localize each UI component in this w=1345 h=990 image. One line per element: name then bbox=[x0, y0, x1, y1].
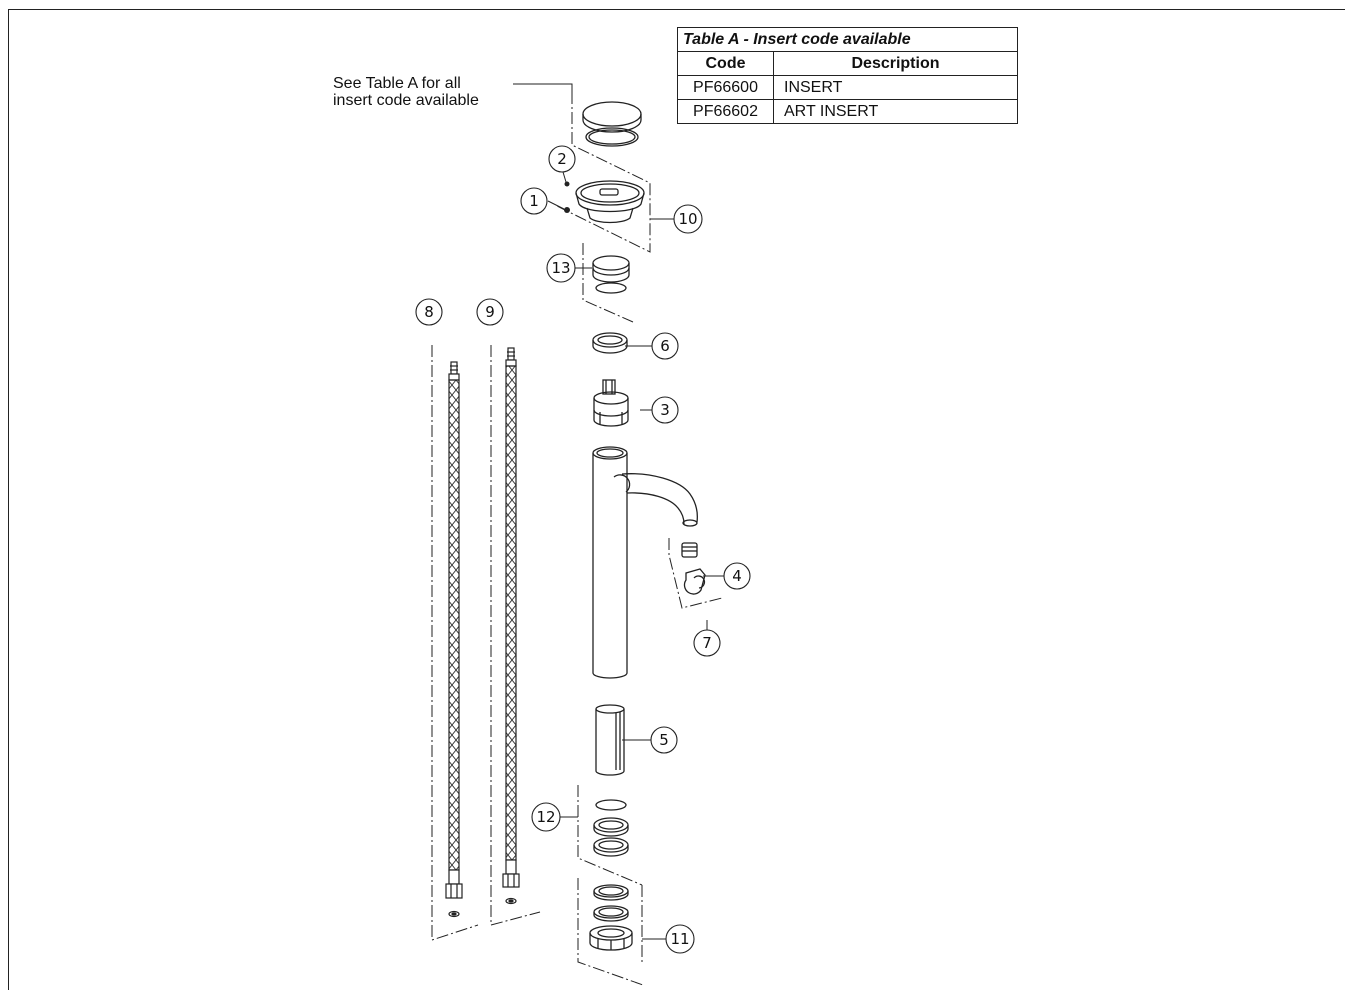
handle-body-part bbox=[575, 180, 645, 224]
flexible-hose-left bbox=[445, 361, 463, 918]
table-header-description: Description bbox=[773, 51, 1018, 76]
callout-12: 12 bbox=[536, 808, 555, 826]
washer-set-upper bbox=[593, 799, 629, 857]
table-row: PF66602 ART INSERT bbox=[677, 99, 1018, 124]
callout-bubble bbox=[476, 298, 504, 326]
faucet-body-part bbox=[592, 446, 698, 679]
drawing-frame bbox=[8, 9, 1345, 990]
callout-8: 8 bbox=[424, 303, 434, 321]
sleeve-part bbox=[595, 704, 625, 776]
callout-bubble bbox=[693, 629, 721, 657]
callout-1: 1 bbox=[529, 192, 539, 210]
adapter-part bbox=[592, 255, 630, 294]
callout-13: 13 bbox=[551, 259, 570, 277]
callout-4: 4 bbox=[732, 567, 742, 585]
callout-bubble bbox=[665, 924, 695, 954]
callout-bubble bbox=[531, 802, 561, 832]
callout-bubble bbox=[651, 396, 679, 424]
callout-bubble bbox=[520, 187, 548, 215]
cartridge-part bbox=[593, 379, 629, 427]
mounting-nut-set bbox=[589, 884, 633, 951]
aerator-part bbox=[681, 542, 706, 595]
callout-9: 9 bbox=[485, 303, 495, 321]
callout-bubble bbox=[651, 332, 679, 360]
callout-10: 10 bbox=[678, 210, 697, 228]
callout-2: 2 bbox=[557, 150, 567, 168]
callout-6: 6 bbox=[660, 337, 670, 355]
callout-bubble bbox=[546, 253, 576, 283]
cap-insert-part bbox=[582, 101, 642, 147]
table-title: Table A - Insert code available bbox=[677, 27, 1018, 52]
callout-5: 5 bbox=[659, 731, 669, 749]
table-cell-code: PF66602 bbox=[677, 99, 774, 124]
callout-7: 7 bbox=[702, 634, 712, 652]
callout-bubble bbox=[548, 145, 576, 173]
callout-3: 3 bbox=[660, 401, 670, 419]
callout-bubble bbox=[650, 726, 678, 754]
callout-bubble bbox=[415, 298, 443, 326]
insert-code-table: Table A - Insert code available Code Des… bbox=[677, 27, 1018, 124]
table-header-code: Code bbox=[677, 51, 774, 76]
callout-bubble bbox=[673, 204, 703, 234]
ring-nut-part bbox=[592, 332, 628, 354]
flexible-hose-right bbox=[502, 347, 520, 905]
note-line-1: See Table A for all bbox=[333, 75, 461, 92]
callout-11: 11 bbox=[670, 930, 689, 948]
callout-bubble bbox=[723, 562, 751, 590]
table-cell-description: ART INSERT bbox=[773, 99, 1018, 124]
leader-lines bbox=[431, 83, 724, 986]
note-line-2: insert code available bbox=[333, 92, 479, 109]
table-reference-note: See Table A for all insert code availabl… bbox=[333, 75, 479, 109]
